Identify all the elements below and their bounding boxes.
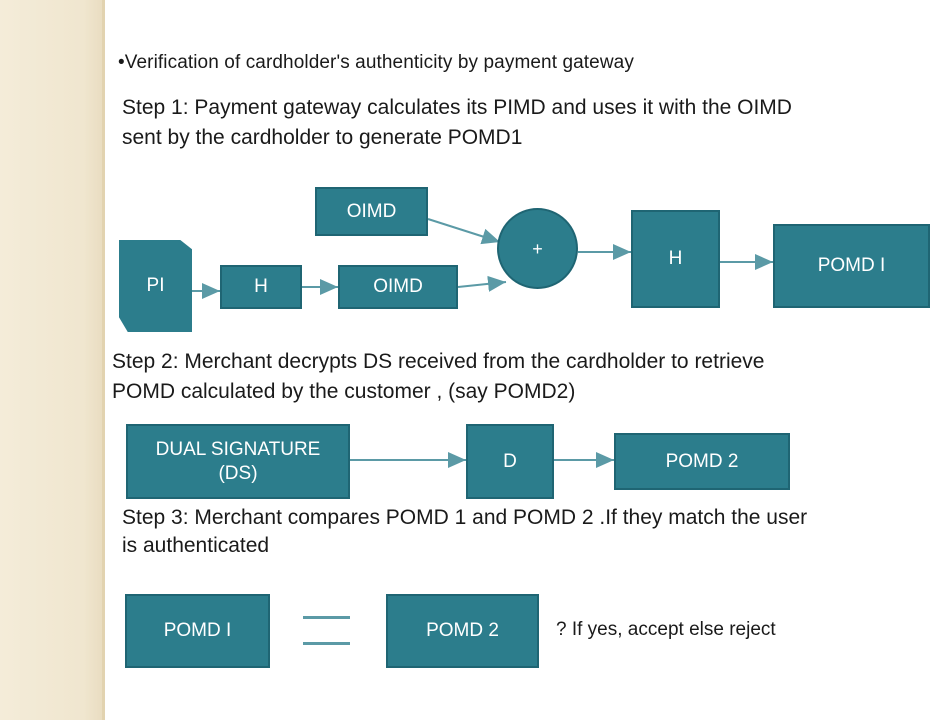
oimd-bottom-box: OIMD: [338, 265, 458, 309]
hash-box-large: H: [631, 210, 720, 308]
concatenate-plus-circle: +: [497, 208, 578, 289]
step1-line1: Step 1: Payment gateway calculates its P…: [122, 96, 792, 119]
dual-signature-abbrev: (DS): [218, 462, 258, 484]
step2-line2: POMD calculated by the customer , (say P…: [112, 380, 576, 403]
step3-line2: is authenticated: [122, 534, 270, 557]
step3-line1: Step 3: Merchant compares POMD 1 and POM…: [122, 506, 808, 529]
sidebar-divider: [102, 0, 105, 720]
left-sidebar-panel: [0, 0, 104, 720]
compare-pomd2-box: POMD 2: [386, 594, 539, 668]
arrow-oimd-top-to-plus: [427, 218, 501, 245]
pomd2-result-box: POMD 2: [614, 433, 790, 490]
intro-heading: •Verification of cardholder's authentici…: [118, 52, 634, 73]
hash-box-small: H: [220, 265, 302, 309]
compare-pomd1-box: POMD I: [125, 594, 270, 668]
dual-signature-box: DUAL SIGNATURE (DS): [126, 424, 350, 499]
equals-bar-top: [303, 616, 350, 619]
arrow-oimd-to-plus: [457, 275, 507, 292]
equals-bar-bottom: [303, 642, 350, 645]
decrypt-box: D: [466, 424, 554, 499]
pomd1-result-box: POMD I: [773, 224, 930, 308]
dual-signature-label: DUAL SIGNATURE: [155, 438, 321, 460]
step2-line1: Step 2: Merchant decrypts DS received fr…: [112, 350, 765, 373]
step1-line2: sent by the cardholder to generate POMD1: [122, 126, 523, 149]
oimd-top-box: OIMD: [315, 187, 428, 236]
pi-box: PI: [119, 240, 192, 332]
accept-reject-text: ? If yes, accept else reject: [556, 619, 776, 640]
